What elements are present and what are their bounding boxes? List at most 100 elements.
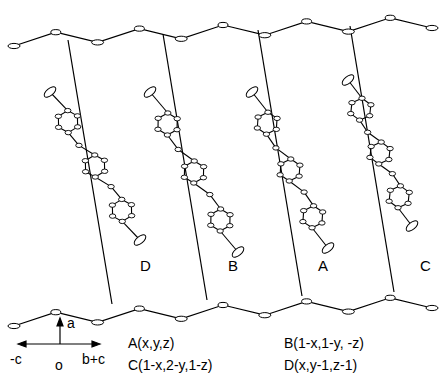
atom — [128, 213, 134, 217]
atom — [385, 295, 395, 300]
atom — [376, 162, 382, 166]
atom — [263, 132, 269, 136]
atom — [164, 133, 170, 137]
atom — [309, 226, 315, 230]
atom — [319, 210, 325, 214]
atom — [208, 223, 214, 227]
atom — [349, 100, 355, 104]
atom — [348, 111, 354, 115]
atom — [175, 316, 187, 321]
atom — [286, 179, 292, 183]
axis-line — [60, 343, 96, 344]
atom — [92, 320, 104, 325]
symmetry-code: C(1-x,2-y,1-z) — [128, 358, 213, 372]
atom — [227, 223, 233, 227]
cell-edge — [68, 40, 112, 304]
atom — [254, 126, 260, 130]
atom — [109, 214, 115, 218]
atom — [181, 175, 187, 179]
atom — [386, 199, 392, 203]
atom — [155, 116, 161, 120]
arrowhead — [92, 341, 100, 347]
atom — [302, 299, 312, 304]
atom — [82, 159, 88, 163]
atom — [208, 212, 214, 216]
atom — [296, 174, 302, 178]
axis-label: -c — [10, 352, 22, 366]
atom — [259, 33, 271, 38]
atom — [366, 114, 372, 118]
atom — [300, 208, 306, 212]
molecules — [42, 73, 419, 259]
atom — [368, 144, 374, 148]
atom — [368, 103, 374, 107]
atom — [404, 219, 419, 233]
atom — [364, 130, 370, 134]
atom — [76, 143, 82, 147]
layer-chains — [8, 15, 438, 328]
atom — [389, 171, 395, 175]
atom — [302, 19, 312, 24]
cell-edge — [163, 34, 207, 300]
atom — [244, 85, 259, 99]
symmetry-code: A(x,y,z) — [128, 336, 174, 350]
atom — [320, 241, 335, 255]
atom — [277, 173, 283, 177]
atom — [175, 147, 181, 151]
atom — [395, 206, 401, 210]
cell-edge — [258, 30, 302, 296]
atom — [255, 115, 261, 119]
atom — [65, 130, 71, 134]
atom — [155, 127, 161, 131]
atom — [51, 30, 61, 35]
atom — [165, 111, 171, 115]
atom — [119, 219, 125, 223]
atom — [181, 164, 187, 168]
atom — [387, 188, 393, 192]
atom — [385, 15, 395, 20]
atom — [200, 164, 206, 168]
atom — [92, 153, 98, 157]
atom — [265, 110, 271, 114]
atom — [300, 219, 306, 223]
atom — [92, 175, 98, 179]
atom — [74, 125, 80, 129]
atom — [378, 140, 384, 144]
molecule-label: B — [228, 258, 238, 273]
atom — [227, 212, 233, 216]
atom — [174, 116, 180, 120]
atom — [132, 233, 147, 247]
axis-line — [22, 343, 60, 344]
axis-label: b+c — [82, 352, 105, 366]
atom — [218, 22, 228, 27]
atom — [134, 26, 144, 31]
chain-bond — [14, 18, 432, 46]
bond — [150, 92, 168, 113]
atom — [174, 127, 180, 131]
atom — [82, 170, 88, 174]
atom — [142, 85, 157, 99]
atom — [356, 118, 362, 122]
molecule-label: C — [420, 258, 431, 273]
atom — [119, 197, 125, 201]
symmetry-code: D(x,y-1,z-1) — [284, 358, 357, 372]
atom — [288, 157, 294, 161]
atom — [200, 175, 206, 179]
atom — [74, 114, 80, 118]
atom — [342, 309, 354, 314]
atom — [134, 306, 144, 311]
atom — [108, 184, 114, 188]
atom — [301, 190, 307, 194]
arrowhead — [57, 318, 63, 326]
atom — [342, 29, 354, 34]
arrowhead — [18, 341, 26, 347]
atom — [273, 127, 279, 131]
atom — [278, 162, 284, 166]
molecule-label: A — [318, 258, 328, 273]
atom — [175, 36, 187, 41]
cell-edge — [350, 26, 394, 292]
atom — [274, 116, 280, 120]
atom — [340, 73, 355, 87]
atom — [55, 125, 61, 129]
atom — [405, 201, 411, 205]
